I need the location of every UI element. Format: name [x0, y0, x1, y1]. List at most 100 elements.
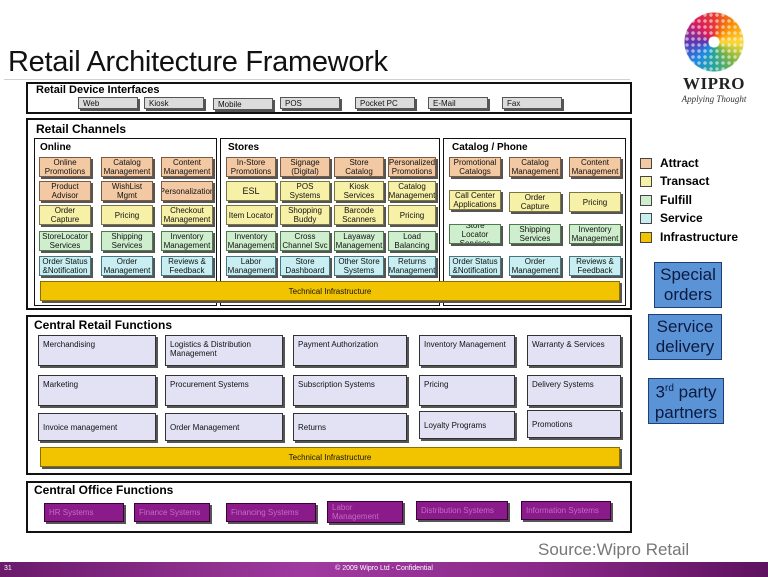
online-inventory-management: Inventory Management — [161, 231, 213, 251]
stores-label: Stores — [228, 142, 260, 153]
online-catalog-management: Catalog Management — [101, 157, 153, 177]
device-pos: POS — [280, 97, 340, 109]
device-kiosk: Kiosk — [144, 97, 204, 109]
legend-label-transact: Transact — [660, 174, 710, 188]
crf-merchandising: Merchandising — [38, 335, 156, 366]
catalog-order-management: Order Management — [509, 256, 561, 276]
stores-panel — [220, 138, 440, 306]
crf-returns: Returns — [293, 413, 407, 441]
legend-swatch-service — [640, 212, 652, 224]
crf-procurement-systems: Procurement Systems — [165, 375, 283, 406]
crf-technical-infrastructure: Technical Infrastructure — [40, 447, 620, 467]
online-order-status: Order Status &Notification — [39, 256, 91, 276]
catalog-call-center-applications: Call Center Applications — [449, 190, 501, 210]
crf-delivery-systems: Delivery Systems — [527, 375, 621, 406]
crf-inventory-management: Inventory Management — [419, 335, 515, 366]
legend-service: Service — [640, 211, 703, 225]
cof-labor-management: Labor Management — [327, 501, 403, 523]
online-order-management: Order Management — [101, 256, 153, 276]
stores-kiosk-services: Kiosk Services — [334, 181, 384, 201]
catalog-catalog-management: Catalog Management — [509, 157, 561, 177]
catalog-store-locator-services: Store Locator Services — [449, 224, 501, 244]
legend-swatch-fulfill — [640, 194, 652, 206]
online-shipping-services: Shipping Services — [101, 231, 153, 251]
legend-swatch-transact — [640, 175, 652, 187]
device-fax: Fax — [502, 97, 562, 109]
retail-channels-label: Retail Channels — [36, 122, 127, 136]
legend-swatch-infrastructure — [640, 231, 652, 243]
cof-finance-systems: Finance Systems — [134, 503, 210, 522]
online-reviews-feedback: Reviews & Feedback — [161, 256, 213, 276]
stores-returns-management: Returns Management — [388, 256, 436, 276]
legend-infrastructure: Infrastructure — [640, 230, 738, 244]
cof-hr-systems: HR Systems — [44, 503, 124, 522]
stores-store-catalog: Store Catalog — [334, 157, 384, 177]
device-email: E-Mail — [428, 97, 488, 109]
crf-promotions: Promotions — [527, 410, 621, 438]
logo-tagline: Applying Thought — [681, 94, 747, 104]
device-mobile: Mobile — [213, 98, 273, 110]
online-label: Online — [40, 142, 72, 153]
catalog-order-capture: Order Capture — [509, 192, 561, 212]
callout-service-delivery: Service delivery — [648, 314, 722, 360]
cof-financing-systems: Financing Systems — [226, 503, 316, 522]
stores-pos-systems: POS Systems — [280, 181, 330, 201]
online-promotions: Online Promotions — [39, 157, 91, 177]
channels-technical-infrastructure: Technical Infrastructure — [40, 281, 620, 301]
online-wishlist-mgmt: WishList Mgmt — [101, 181, 153, 201]
footer-copyright: © 2009 Wipro Ltd - Confidential — [335, 565, 433, 572]
legend-transact: Transact — [640, 174, 709, 188]
central-office-label: Central Office Functions — [34, 483, 174, 497]
stores-catalog-management: Catalog Management — [388, 181, 436, 201]
crf-marketing: Marketing — [38, 375, 156, 406]
crf-subscription-systems: Subscription Systems — [293, 375, 407, 406]
callout-third-party-partners: 3rd party partners — [648, 378, 724, 424]
device-web: Web — [78, 97, 138, 109]
source-note: Source:Wipro Retail — [538, 540, 690, 559]
catalog-pricing: Pricing — [569, 192, 621, 212]
legend-label-attract: Attract — [660, 156, 699, 170]
stores-item-locator: Item Locator — [226, 205, 276, 225]
legend-fulfill: Fulfill — [640, 193, 692, 207]
crf-loyalty-programs: Loyalty Programs — [419, 411, 515, 439]
cof-information-systems: Information Systems — [521, 501, 611, 520]
stores-barcode-scanners: Barcode Scanners — [334, 205, 384, 225]
device-pocket-pc: Pocket PC — [355, 97, 415, 109]
stores-pricing: Pricing — [388, 205, 436, 225]
online-pricing: Pricing — [101, 205, 153, 225]
stores-store-dashboard: Store Dashboard — [280, 256, 330, 276]
legend-label-fulfill: Fulfill — [660, 193, 692, 207]
page-title: Retail Architecture Framework — [8, 46, 388, 78]
catalog-order-status: Order Status &Notification — [449, 256, 501, 276]
online-panel — [34, 138, 217, 306]
legend-label-service: Service — [660, 211, 703, 225]
stores-shopping-buddy: Shopping Buddy — [280, 205, 330, 225]
catalog-shipping-services: Shipping Services — [509, 224, 561, 244]
catalog-content-management: Content Management — [569, 157, 621, 177]
callout-special-orders: Special orders — [654, 262, 722, 308]
stores-load-balancing: Load Balancing — [388, 231, 436, 251]
central-retail-label: Central Retail Functions — [34, 318, 173, 332]
catalog-promotional-catalogs: Promotional Catalogs — [449, 157, 501, 177]
crf-logistics-distribution: Logistics & Distribution Management — [165, 335, 283, 366]
online-storelocator-services: StoreLocator Services — [39, 231, 91, 251]
page-number: 31 — [4, 565, 12, 572]
catalog-phone-panel — [443, 138, 626, 306]
title-divider — [4, 79, 630, 80]
crf-invoice-management: Invoice management — [38, 413, 156, 441]
crf-payment-authorization: Payment Authorization — [293, 335, 407, 366]
stores-esl: ESL — [226, 181, 276, 201]
wipro-logo: WIPRO Applying Thought — [668, 12, 760, 107]
crf-pricing: Pricing — [419, 375, 515, 406]
catalog-phone-label: Catalog / Phone — [452, 142, 528, 153]
legend-attract: Attract — [640, 156, 699, 170]
online-content-management: Content Management — [161, 157, 213, 177]
stores-signage-digital: Signage (Digital) — [280, 157, 330, 177]
crf-warranty-services: Warranty & Services — [527, 335, 621, 366]
stores-other-store-systems: Other Store Systems — [334, 256, 384, 276]
online-personalization: Personalization — [161, 181, 213, 201]
stores-personalized-promotions: Personalized Promotions — [388, 157, 436, 177]
legend-swatch-attract — [640, 157, 652, 169]
catalog-inventory-management: Inventory Management — [569, 224, 621, 244]
stores-layaway-management: Layaway Management — [334, 231, 384, 251]
